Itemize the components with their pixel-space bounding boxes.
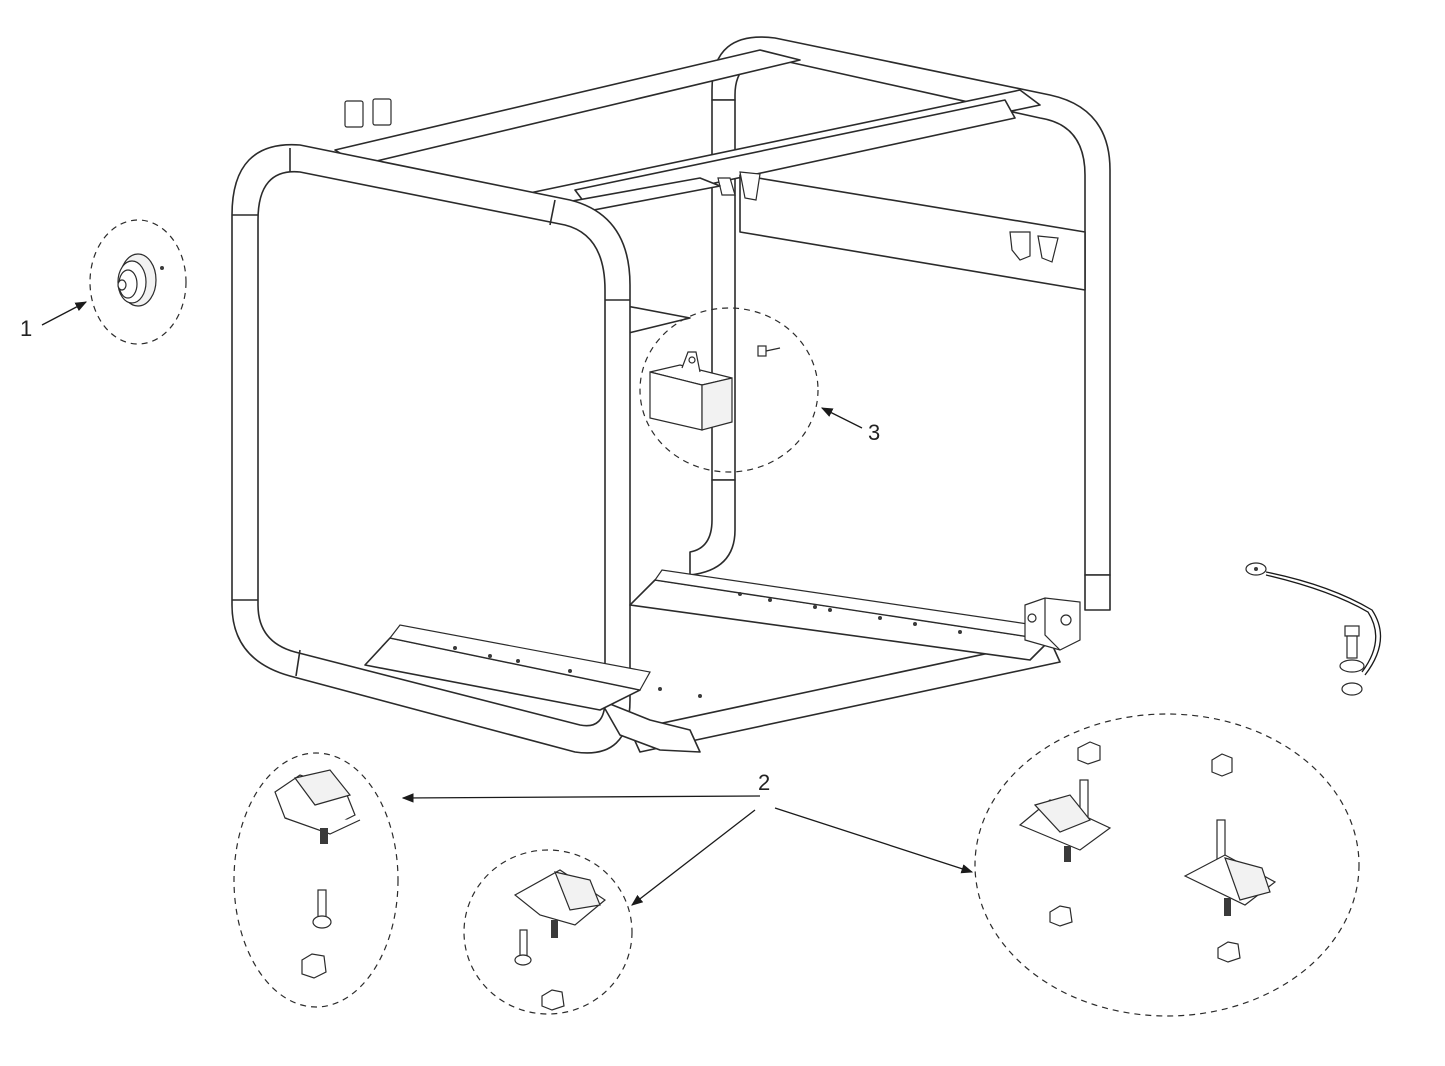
base-rail-rear <box>629 569 1056 661</box>
relay-box <box>649 351 733 431</box>
callout-2-leader-middle <box>631 809 756 906</box>
callout-3-leader <box>820 407 863 429</box>
callout-2-zone-middle <box>463 849 633 1015</box>
mount-left <box>274 769 361 979</box>
plug-grommet <box>117 253 164 307</box>
mount-right-pair <box>1018 741 1277 963</box>
callout-3-label: 3 <box>868 420 880 445</box>
callout-3-zone <box>639 307 819 473</box>
callout-1-label: 1 <box>20 316 32 341</box>
callout-2-zone-right <box>974 713 1360 1017</box>
frame-bottom-side-bar <box>629 639 1061 753</box>
corner-block <box>1024 597 1081 651</box>
callout-2-label: 2 <box>758 770 770 795</box>
callout-2-leader-right <box>774 807 974 874</box>
base-rail-front <box>364 624 702 711</box>
callout-1-leader <box>41 301 88 326</box>
callout-1-zone <box>89 219 187 345</box>
screw <box>757 345 781 357</box>
rear-rail-brackets <box>717 171 1059 263</box>
callout-2-zone-left <box>233 752 399 1008</box>
ground-cable <box>1245 562 1382 696</box>
mount-middle <box>513 869 607 1011</box>
frame-bottom-front <box>599 699 701 753</box>
callout-2-leader-left <box>401 793 761 803</box>
frame-front-loop <box>231 143 631 754</box>
